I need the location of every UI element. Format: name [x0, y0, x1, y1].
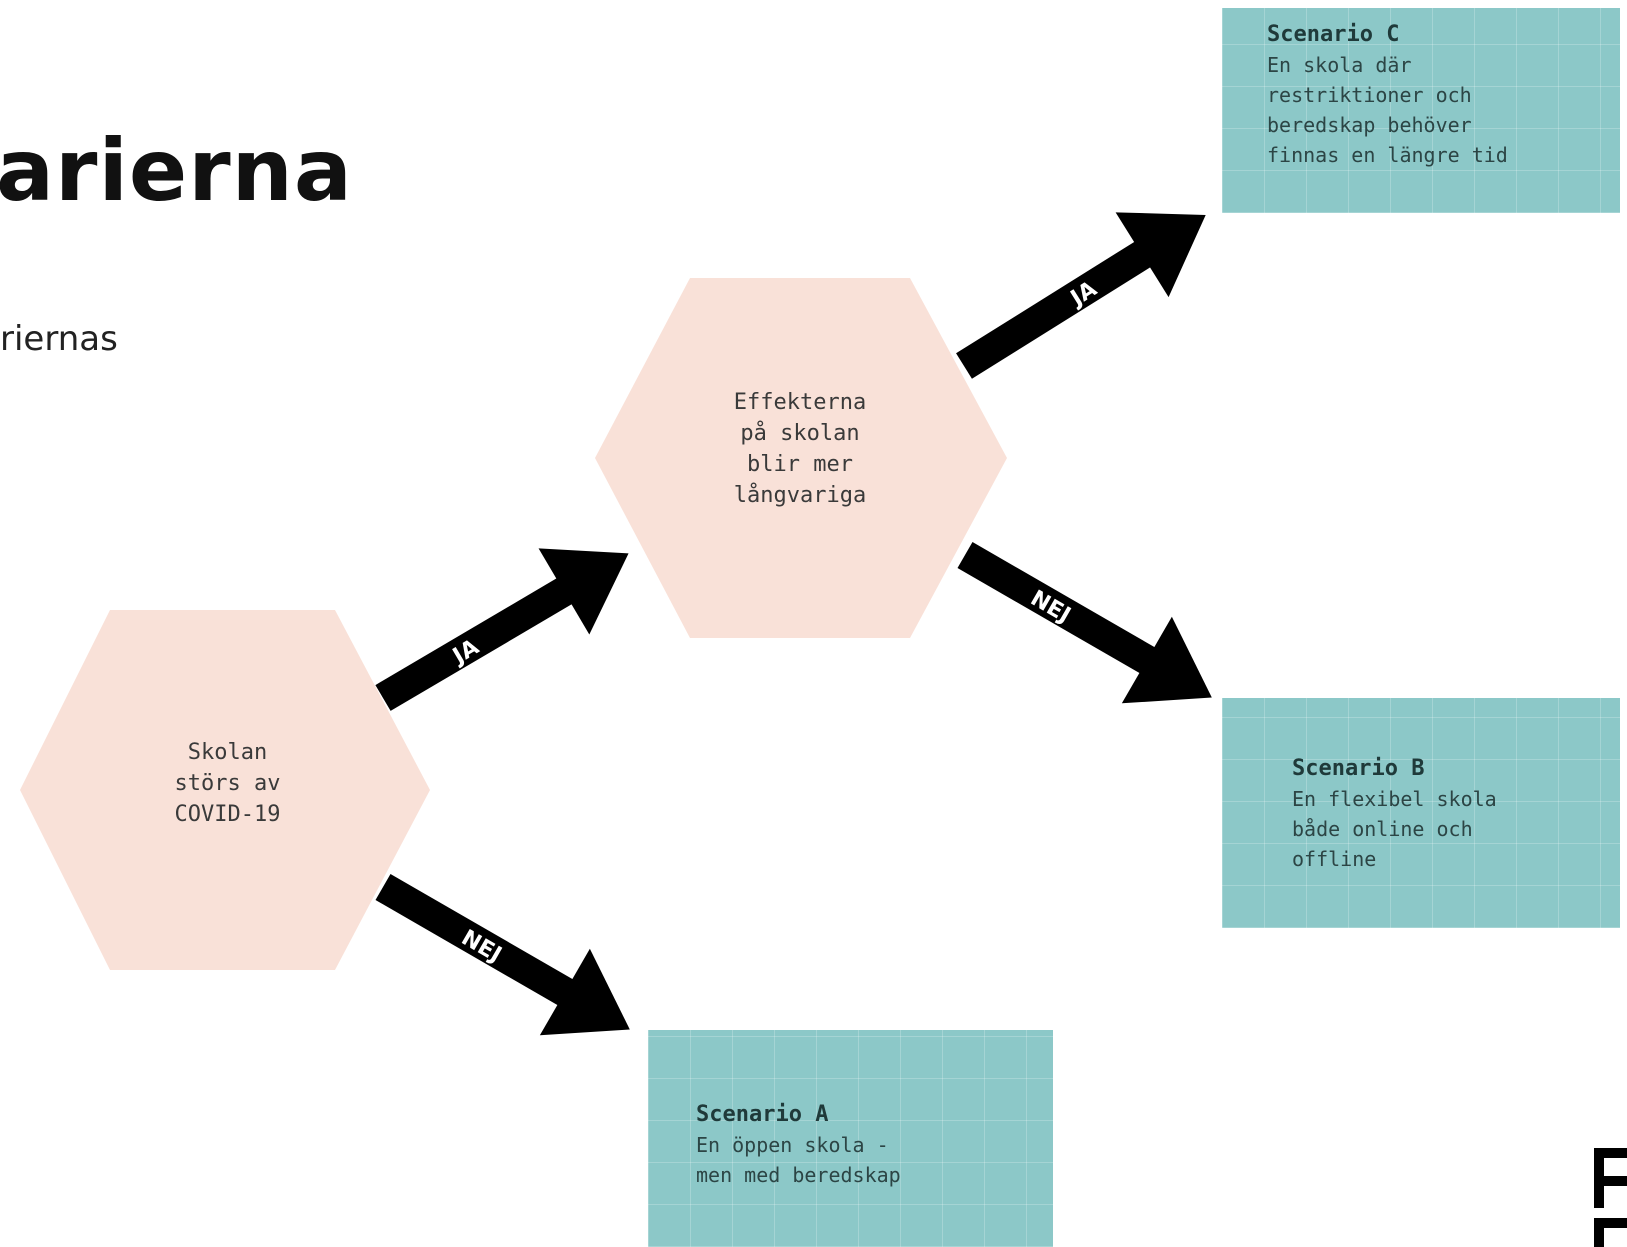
scenario-c-line: En skola där — [1267, 53, 1412, 77]
scenario-b-line: En flexibel skola — [1292, 787, 1497, 811]
scenario-c-line: beredskap behöver — [1267, 113, 1472, 137]
scenario-b-box: Scenario B En flexibel skola både online… — [1222, 698, 1620, 928]
arrow-start-yes: JA — [375, 548, 629, 711]
start-node-line: Skolan — [187, 740, 268, 765]
scenario-c-title: Scenario C — [1267, 22, 1400, 47]
page-title: arierna — [0, 121, 353, 221]
middle-node-text: Effekterna på skolan blir mer långvariga — [690, 387, 910, 511]
middle-node-line: Effekterna — [733, 390, 867, 415]
start-node-text: Skolan störs av COVID-19 — [120, 737, 335, 830]
scenario-c-line: restriktioner och — [1267, 83, 1472, 107]
scenario-b-line: både online och — [1292, 817, 1473, 841]
scenario-a-title: Scenario A — [696, 1102, 829, 1127]
scenario-a-box: Scenario A En öppen skola - men med bere… — [648, 1030, 1053, 1247]
scenario-b-title: Scenario B — [1292, 756, 1425, 781]
middle-node-line: långvariga — [733, 483, 867, 508]
arrow-start-no: NEJ — [375, 874, 630, 1036]
scenario-b-line: offline — [1292, 847, 1377, 871]
start-node-line: COVID-19 — [174, 802, 281, 827]
start-node-line: störs av — [174, 771, 281, 796]
arrow-middle-no: NEJ — [957, 542, 1212, 704]
scenario-a-line: En öppen skola - — [696, 1133, 889, 1157]
page-subtitle: riernas — [0, 319, 118, 359]
middle-node-line: blir mer — [747, 452, 853, 477]
scenario-c-line: finnas en längre tid — [1267, 143, 1508, 167]
scenario-c-box: Scenario C En skola där restriktioner oc… — [1222, 8, 1620, 213]
middle-hexagon — [595, 278, 1007, 638]
corner-logo-icon — [1594, 1148, 1627, 1247]
start-hexagon — [20, 610, 430, 970]
scenario-a-line: men med beredskap — [696, 1163, 901, 1187]
arrow-middle-yes: JA — [956, 212, 1206, 379]
middle-node-line: på skolan — [740, 421, 860, 446]
